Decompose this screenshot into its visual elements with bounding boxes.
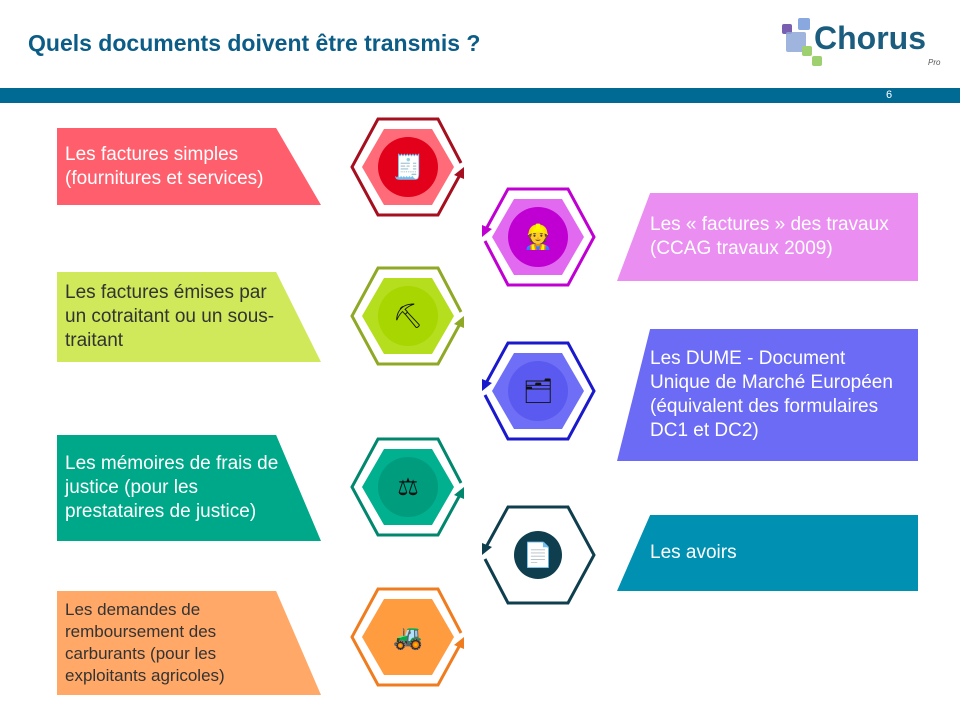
hexagon-tractor: 🚜 — [348, 585, 468, 689]
item-box-dume: Les DUME - Document Unique de Marché Eur… — [617, 329, 918, 461]
hexagon-scales: ⚖ — [348, 435, 468, 539]
page-number: 6 — [886, 89, 893, 101]
tractor-icon: 🚜 — [393, 623, 423, 651]
folder-icon: 🗂 — [522, 377, 554, 405]
construction-worker-icon: ⛏ — [392, 302, 424, 330]
scales-icon: ⚖ — [397, 473, 419, 501]
credit-note-icon: 📄 — [523, 541, 553, 569]
item-box-carburants: Les demandes de remboursement des carbur… — [57, 591, 321, 695]
hexagon-invoice: 🧾 — [348, 115, 468, 219]
header-bar — [0, 88, 960, 103]
item-box-factures-simples: Les factures simples (fournitures et ser… — [57, 128, 321, 205]
item-box-factures-travaux: Les « factures » des travaux (CCAG trava… — [617, 193, 918, 281]
hexagon-credit-note: 📄 — [478, 503, 598, 607]
logo-subtext: Pro — [928, 58, 941, 67]
hexagon-worker-toolbox: 👷 — [478, 185, 598, 289]
worker-toolbox-icon: 👷 — [523, 223, 553, 251]
logo-text: Chorus — [814, 20, 926, 56]
item-box-cotraitant: Les factures émises par un cotraitant ou… — [57, 272, 321, 362]
chorus-pro-logo: Chorus Pro — [776, 16, 946, 72]
hexagon-construction-worker: ⛏ — [348, 264, 468, 368]
invoice-icon: 🧾 — [393, 153, 423, 181]
hexagon-folder: 🗂 — [478, 339, 598, 443]
page-title: Quels documents doivent être transmis ? — [28, 30, 481, 56]
item-box-avoirs: Les avoirs — [617, 515, 918, 591]
item-box-frais-justice: Les mémoires de frais de justice (pour l… — [57, 435, 321, 541]
